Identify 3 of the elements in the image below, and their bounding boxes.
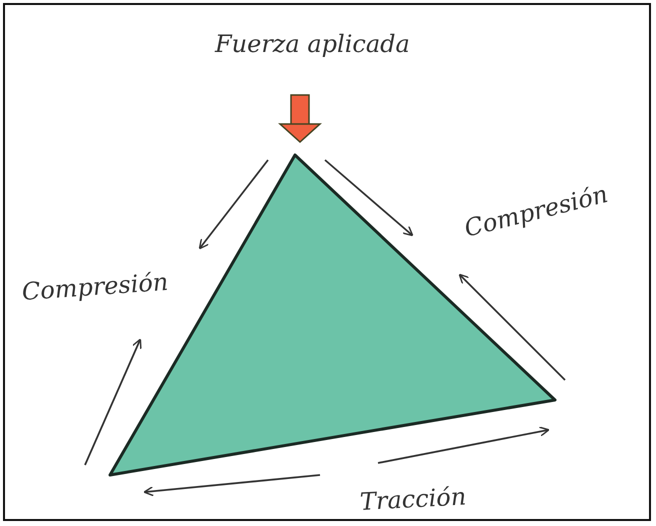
stress-label: Compresión xyxy=(21,268,170,306)
stress-label: Tracción xyxy=(359,482,467,516)
force-label: Fuerza aplicada xyxy=(215,30,410,58)
